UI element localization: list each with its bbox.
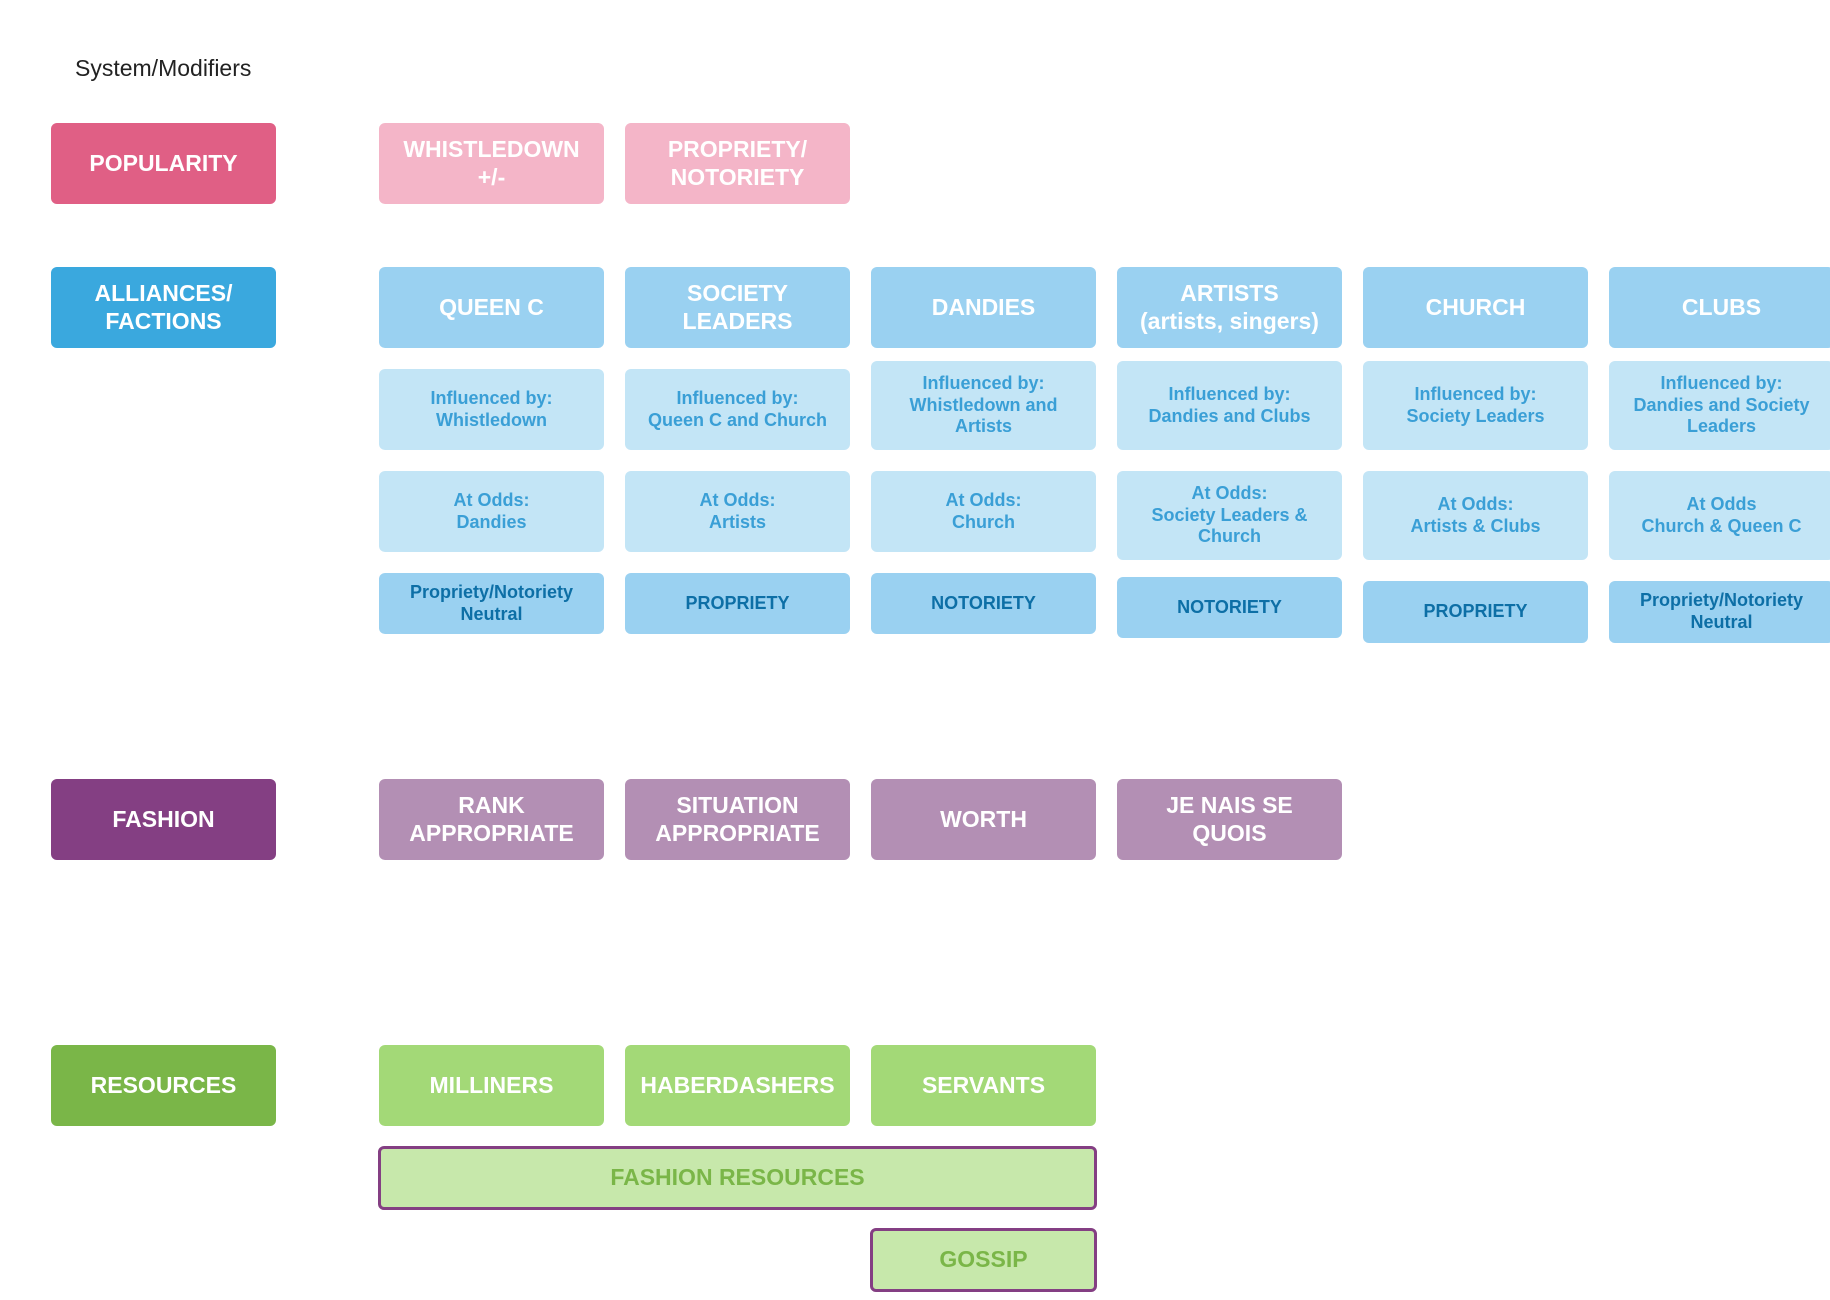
worth-box[interactable]: WORTH xyxy=(871,779,1096,860)
faction-dandies-box[interactable]: DANDIES xyxy=(871,267,1096,348)
artists-at-odds-box[interactable]: At Odds: Society Leaders & Church xyxy=(1117,471,1342,560)
faction-church-box[interactable]: CHURCH xyxy=(1363,267,1588,348)
church-alignment-box[interactable]: PROPRIETY xyxy=(1363,581,1588,643)
queen-c-alignment-box[interactable]: Propriety/Notoriety Neutral xyxy=(379,573,604,634)
clubs-influenced-box[interactable]: Influenced by: Dandies and Society Leade… xyxy=(1609,361,1830,450)
resources-category-box[interactable]: RESOURCES xyxy=(51,1045,276,1126)
fashion-category-box[interactable]: FASHION xyxy=(51,779,276,860)
situation-appropriate-box[interactable]: SITUATION APPROPRIATE xyxy=(625,779,850,860)
faction-society-leaders-box[interactable]: SOCIETY LEADERS xyxy=(625,267,850,348)
gossip-box[interactable]: GOSSIP xyxy=(870,1228,1097,1292)
artists-alignment-box[interactable]: NOTORIETY xyxy=(1117,577,1342,638)
clubs-alignment-box[interactable]: Propriety/Notoriety Neutral xyxy=(1609,581,1830,643)
queen-c-influenced-box[interactable]: Influenced by: Whistledown xyxy=(379,369,604,450)
society-leaders-influenced-box[interactable]: Influenced by: Queen C and Church xyxy=(625,369,850,450)
society-leaders-alignment-box[interactable]: PROPRIETY xyxy=(625,573,850,634)
church-at-odds-box[interactable]: At Odds: Artists & Clubs xyxy=(1363,471,1588,560)
propriety-notoriety-box[interactable]: PROPRIETY/ NOTORIETY xyxy=(625,123,850,204)
faction-queen-c-box[interactable]: QUEEN C xyxy=(379,267,604,348)
rank-appropriate-box[interactable]: RANK APPROPRIATE xyxy=(379,779,604,860)
artists-influenced-box[interactable]: Influenced by: Dandies and Clubs xyxy=(1117,361,1342,450)
fashion-resources-box[interactable]: FASHION RESOURCES xyxy=(378,1146,1097,1210)
dandies-alignment-box[interactable]: NOTORIETY xyxy=(871,573,1096,634)
queen-c-at-odds-box[interactable]: At Odds: Dandies xyxy=(379,471,604,552)
je-nais-se-quois-box[interactable]: JE NAIS SE QUOIS xyxy=(1117,779,1342,860)
popularity-category-box[interactable]: POPULARITY xyxy=(51,123,276,204)
dandies-at-odds-box[interactable]: At Odds: Church xyxy=(871,471,1096,552)
church-influenced-box[interactable]: Influenced by: Society Leaders xyxy=(1363,361,1588,450)
faction-clubs-box[interactable]: CLUBS xyxy=(1609,267,1830,348)
servants-box[interactable]: SERVANTS xyxy=(871,1045,1096,1126)
haberdashers-box[interactable]: HABERDASHERS xyxy=(625,1045,850,1126)
faction-artists-box[interactable]: ARTISTS (artists, singers) xyxy=(1117,267,1342,348)
alliances-category-box[interactable]: ALLIANCES/ FACTIONS xyxy=(51,267,276,348)
dandies-influenced-box[interactable]: Influenced by: Whistledown and Artists xyxy=(871,361,1096,450)
page-title: System/Modifiers xyxy=(75,55,252,81)
clubs-at-odds-box[interactable]: At Odds Church & Queen C xyxy=(1609,471,1830,560)
society-leaders-at-odds-box[interactable]: At Odds: Artists xyxy=(625,471,850,552)
whistledown-box[interactable]: WHISTLEDOWN +/- xyxy=(379,123,604,204)
milliners-box[interactable]: MILLINERS xyxy=(379,1045,604,1126)
